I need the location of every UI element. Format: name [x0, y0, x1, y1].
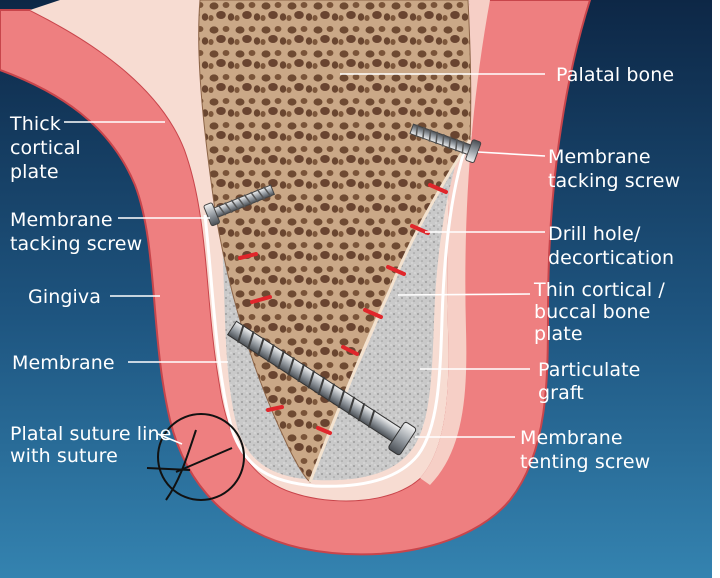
drill-hole — [428, 183, 448, 194]
label-line: Platal suture line — [10, 423, 171, 445]
label-palatal-bone: Palatal bone — [556, 64, 674, 86]
label-line: Drill hole/ — [548, 223, 641, 245]
leader-lines — [64, 73, 546, 445]
label-line: plate — [10, 161, 59, 183]
label-suture: Platal suture line with suture — [10, 423, 178, 467]
label-line: Membrane — [548, 146, 651, 168]
label-gingiva: Gingiva — [28, 286, 101, 308]
label-line: Thin cortical / — [533, 279, 665, 301]
label-line: plate — [534, 323, 583, 345]
drill-hole — [250, 295, 272, 304]
label-particulate-graft: Particulate graft — [538, 359, 647, 404]
label-tenting-screw: Membrane tenting screw — [520, 427, 650, 473]
leader-thin-cortical — [397, 293, 531, 296]
label-tacking-screw-right: Membrane tacking screw — [548, 146, 680, 192]
label-line: buccal bone — [534, 301, 650, 323]
leader-suture — [157, 433, 183, 445]
label-tacking-screw-left: Membrane tacking screw — [10, 209, 142, 255]
drill-hole — [386, 265, 406, 276]
label-line: decortication — [548, 247, 674, 269]
label-drill-hole: Drill hole/ decortication — [548, 223, 674, 269]
label-line: Membrane — [520, 427, 623, 449]
right-edge-strip — [712, 0, 720, 578]
membrane-outline — [203, 134, 472, 488]
label-line: tenting screw — [520, 451, 650, 473]
label-line: Thick — [9, 113, 61, 135]
label-line: Membrane — [10, 209, 113, 231]
label-line: Particulate — [538, 359, 640, 381]
drill-hole — [341, 345, 359, 356]
label-thick-cortical: Thick cortical plate — [9, 113, 87, 183]
label-line: cortical — [10, 137, 81, 159]
tacking-screw-right — [409, 123, 482, 164]
label-line: tacking screw — [548, 170, 680, 192]
label-thin-cortical: Thin cortical / buccal bone plate — [533, 279, 671, 345]
leader-tacking-screw-right — [477, 151, 546, 157]
label-membrane: Membrane — [12, 352, 115, 374]
tacking-screw-left — [203, 184, 276, 227]
drill-hole — [266, 405, 284, 412]
label-line: graft — [538, 382, 584, 404]
suture-detail — [146, 413, 245, 501]
particulate-graft-region — [222, 150, 460, 481]
drill-hole — [316, 426, 332, 435]
drill-hole — [238, 252, 258, 260]
label-line: tacking screw — [10, 233, 142, 255]
tenting-screw — [226, 320, 417, 456]
label-line: with suture — [10, 445, 118, 467]
outer-soft-layer — [420, 0, 490, 485]
drill-hole — [363, 308, 383, 319]
